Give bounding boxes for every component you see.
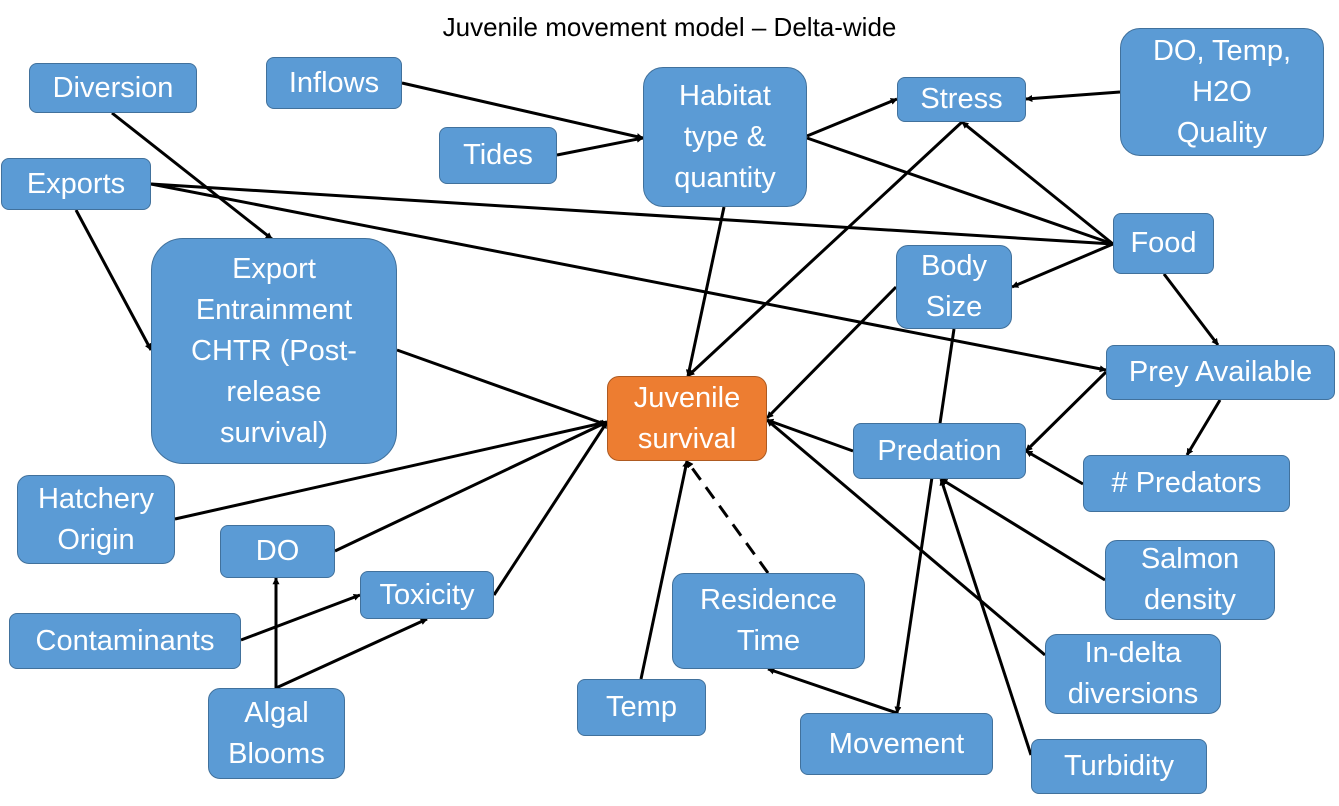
node-label: Habitat type & quantity [674,79,776,194]
edge-movement-to-residence-time [767,667,898,715]
edge-temp-to-juvenile-survival [639,460,690,680]
node-export-entrainment: Export Entrainment CHTR (Post- release s… [151,238,397,464]
edge-residence-time-to-juvenile-survival [685,460,770,574]
node-in-delta-diversions: In-delta diversions [1045,634,1221,714]
edge-in-delta-diversions-to-juvenile-survival [766,418,1046,657]
edge-hatchery-origin-to-juvenile-survival [174,419,608,521]
node-label: Inflows [288,66,380,99]
node-predators: # Predators [1083,455,1290,512]
edge-predation-to-juvenile-survival [766,418,854,453]
node-movement: Movement [800,713,993,775]
node-label: Food [1130,227,1197,259]
node-hatchery-origin: Hatchery Origin [17,475,175,564]
node-label: Predation [877,434,1002,467]
node-label: Hatchery Origin [37,482,155,556]
node-label: DO, Temp, H2O Quality [1152,34,1292,149]
edge-inflows-to-habitat [401,81,644,141]
node-label: DO [255,535,300,567]
node-temp: Temp [577,679,706,736]
edge-body-size-to-movement [894,328,956,714]
node-label: Movement [828,727,965,760]
edge-tides-to-habitat [556,135,644,157]
node-label: Stress [920,83,1003,115]
edge-do-temp-to-stress [1025,90,1121,103]
node-label: # Predators [1111,467,1262,499]
edge-predators-to-predation [1025,449,1084,486]
edge-turbidity-to-predation [939,478,1033,756]
node-label: Temp [606,691,677,723]
node-tides: Tides [439,127,557,184]
node-stress: Stress [897,77,1026,122]
edge-exports-to-export-entrainment [74,209,153,351]
edge-salmon-density-to-predation [940,477,1106,582]
edge-algal-blooms-to-toxicity [275,617,428,690]
edge-food-to-prey-available [1162,273,1220,346]
node-salmon-density: Salmon density [1105,540,1275,620]
node-residence-time: Residence Time [672,573,865,669]
node-label: Diversion [52,71,174,104]
node-label: Juvenile survival [633,381,741,455]
node-label: Toxicity [379,578,475,611]
node-contaminants: Contaminants [9,613,241,669]
node-algal-blooms: Algal Blooms [208,688,345,779]
node-label: Algal Blooms [228,696,325,770]
edge-exports-to-prey-available [150,182,1107,373]
edge-exports-to-food [150,182,1114,248]
edge-food-to-body-size [1011,242,1114,289]
node-habitat: Habitat type & quantity [643,67,807,207]
node-do: DO [220,525,335,578]
edge-diversion-to-export-entrainment [111,111,273,241]
edge-habitat-to-juvenile-survival [685,206,726,377]
diagram-title: Juvenile movement model – Delta-wide [442,12,897,42]
edge-prey-available-to-predation [1024,370,1108,453]
node-juvenile-survival: Juvenile survival [607,376,767,461]
node-prey-available: Prey Available [1106,345,1335,400]
node-body-size: Body Size [896,245,1012,329]
node-label: Contaminants [35,624,215,657]
edge-prey-available-to-predators [1185,399,1222,456]
edge-habitat-to-stress [806,97,898,138]
node-exports: Exports [1,158,151,210]
node-toxicity: Toxicity [360,571,494,619]
node-label: Export Entrainment CHTR (Post- release s… [191,252,357,449]
node-label: Exports [26,167,126,200]
node-label: Turbidity [1063,750,1175,782]
edge-do-to-juvenile-survival [334,420,608,553]
edge-export-entrainment-to-juvenile-survival [396,348,608,427]
node-inflows: Inflows [266,57,402,109]
node-predation: Predation [853,423,1026,479]
edge-toxicity-to-juvenile-survival [492,421,609,596]
node-label: Salmon density [1140,543,1240,616]
edge-habitat-to-food [806,136,1114,246]
node-label: Residence Time [699,584,838,657]
node-turbidity: Turbidity [1031,739,1207,794]
node-food: Food [1113,213,1214,274]
node-label: Prey Available [1128,356,1313,388]
edge-contaminants-to-toxicity [240,593,361,642]
node-diversion: Diversion [29,63,197,113]
edge-food-to-stress [961,120,1114,246]
edge-body-size-to-juvenile-survival [765,285,898,420]
node-label: Tides [463,139,533,171]
node-label: In-delta diversions [1067,637,1199,710]
edge-stress-to-juvenile-survival [686,120,964,378]
node-label: Body Size [920,250,988,323]
node-do-temp-h2o-quality: DO, Temp, H2O Quality [1120,28,1324,156]
